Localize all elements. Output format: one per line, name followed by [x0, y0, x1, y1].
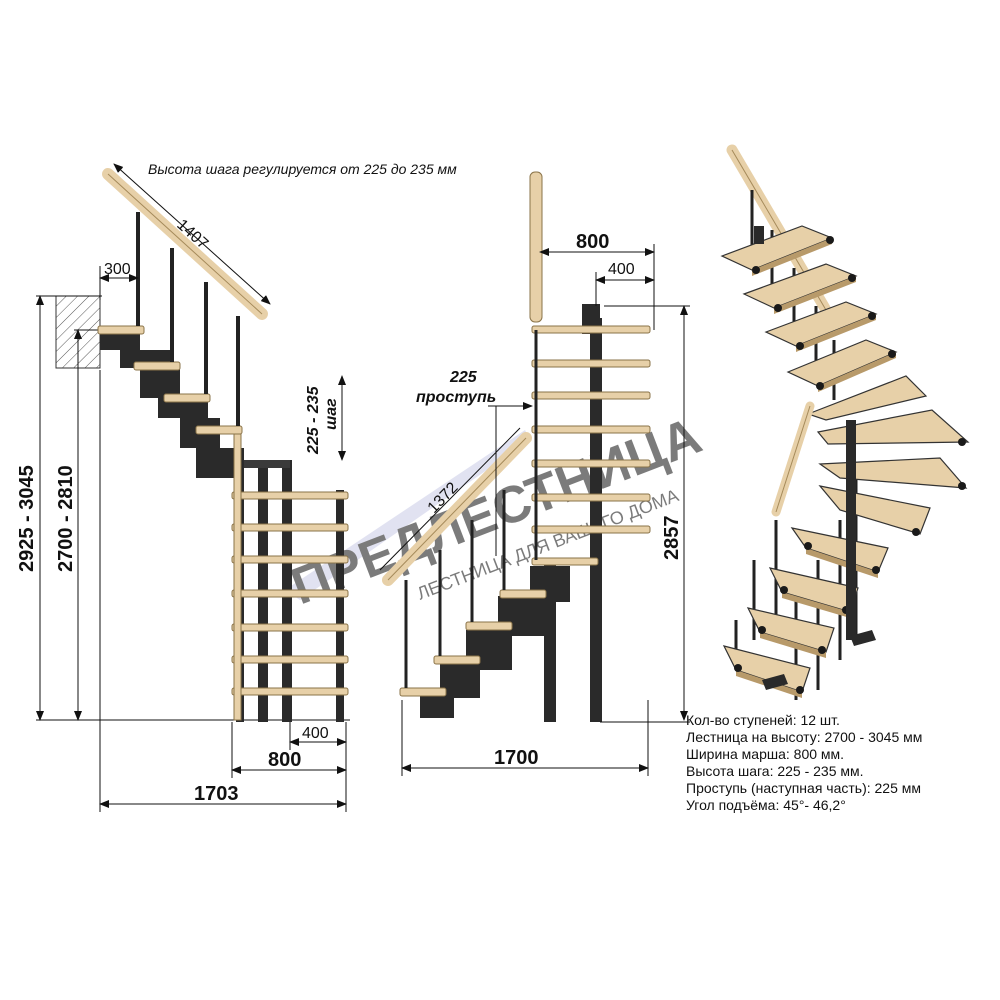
mid-upper-treads — [531, 325, 651, 566]
dim-1372-line — [379, 427, 521, 571]
iso-treads — [720, 225, 970, 693]
mid-lower-treads — [399, 589, 547, 697]
iso-tread-edges — [736, 238, 896, 698]
iso-foot-plate — [762, 674, 788, 690]
dim-mid-800: 800 — [576, 231, 609, 253]
dim-1700: 1700 — [494, 747, 539, 769]
dim-400-left: 400 — [302, 725, 329, 742]
dim-outer-height: 2925 - 3045 — [16, 465, 38, 572]
upper-handrail-edge — [107, 173, 263, 315]
dim-tread-word: проступь — [416, 389, 496, 406]
dim-1407-line — [113, 163, 271, 305]
dim-800-left: 800 — [268, 749, 301, 771]
dim-step-word: шаг — [323, 398, 340, 430]
spec-tread: Проступь (наступная часть): 225 мм — [686, 780, 922, 796]
dim-step-height: 225 - 235 — [305, 385, 322, 455]
mid-lower-handrail-edge — [387, 437, 527, 581]
spec-height: Лестница на высоту: 2700 - 3045 мм — [686, 729, 923, 745]
lower-flight — [231, 433, 349, 722]
dim-tread-225: 225 — [449, 369, 478, 386]
iso-top-bracket — [754, 226, 764, 244]
spec-steps: Кол-во ступеней: 12 шт. — [686, 712, 840, 728]
dim-mid-400: 400 — [608, 261, 635, 278]
iso-view — [720, 144, 970, 700]
left-view: 1407 300 2925 - 3045 2700 - 2810 225 - 2… — [16, 163, 350, 812]
iso-column — [846, 420, 856, 640]
iso-lower-handrail-edge — [775, 405, 811, 513]
dim-1703: 1703 — [194, 783, 239, 805]
upper-treads — [97, 325, 243, 435]
dim-inner-height: 2700 - 2810 — [55, 465, 77, 572]
middle-view: 800 400 2857 225 проступь 1372 1700 — [379, 171, 690, 776]
adjust-note: Высота шага регулируется от 225 до 235 м… — [148, 161, 457, 177]
dim-300: 300 — [104, 261, 131, 278]
central-column — [590, 318, 602, 722]
top-newel-post — [529, 171, 543, 323]
mid-bottom-ext — [401, 700, 649, 776]
mid-top-ext — [595, 244, 690, 723]
left-ext-lines — [99, 370, 347, 812]
spec-angle: Угол подъёма: 45°- 46,2° — [686, 797, 846, 813]
spec-width: Ширина марша: 800 мм. — [686, 746, 845, 762]
iso-bolts — [734, 236, 966, 694]
dim-2857: 2857 — [661, 516, 683, 561]
mid-balusters-lower — [404, 490, 506, 688]
iso-base-plate — [850, 630, 876, 646]
spec-step-height: Высота шага: 225 - 235 мм. — [686, 763, 864, 779]
spec-list: Кол-во ступеней: 12 шт. Лестница на высо… — [686, 712, 922, 814]
